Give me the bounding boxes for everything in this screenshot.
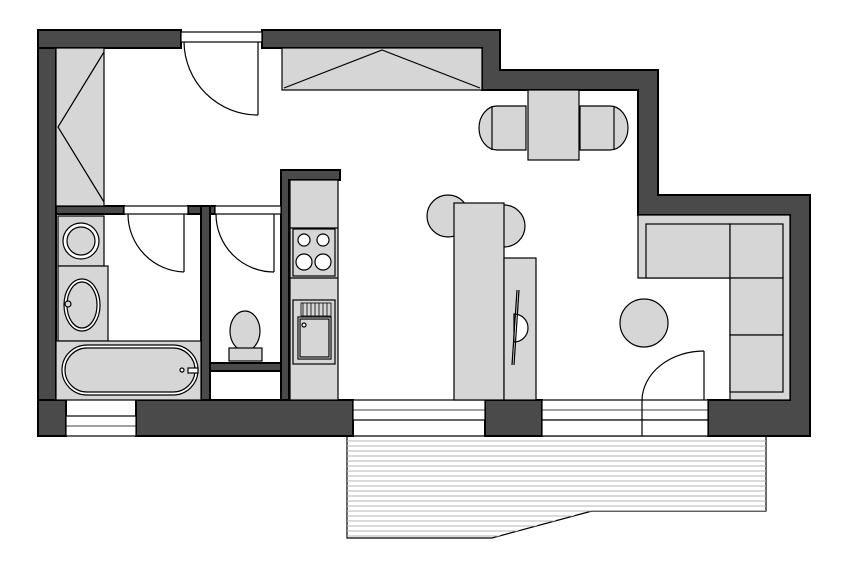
- wall-left: [37, 29, 57, 437]
- dining-table-icon: [478, 89, 629, 161]
- balcony-door-icon: [641, 350, 705, 436]
- wall-bath-toilet: [200, 205, 211, 401]
- cabinet-icon: [281, 47, 483, 91]
- sofa-icon: [637, 214, 791, 401]
- window-kitchen: [352, 399, 486, 421]
- sink-drainboard: [300, 302, 332, 317]
- wardrobe-icon: [55, 47, 105, 207]
- wall-top-left: [37, 29, 182, 49]
- entrance-door-icon: [180, 31, 263, 116]
- wall-toilet-bottom: [209, 362, 282, 372]
- wall-bottom-mid: [135, 399, 354, 437]
- washing-machine-icon: [57, 215, 105, 267]
- bathtub-icon: [55, 340, 202, 401]
- wall-kitchen: [280, 169, 341, 401]
- wall-bathroom-top: [55, 205, 125, 215]
- kitchen-counter: [289, 179, 339, 401]
- stove-icon: [292, 228, 336, 277]
- sink-icon: [57, 265, 109, 342]
- wall-bottom-right: [484, 399, 543, 437]
- balcony: [346, 435, 767, 539]
- wall-bottom-left: [37, 399, 67, 437]
- toilet-door-icon: [214, 205, 282, 273]
- toilet-icon: [228, 310, 263, 362]
- bar-counter-icon: [426, 194, 537, 401]
- kitchen-sink-icon: [292, 299, 336, 365]
- window-bathroom: [65, 415, 137, 437]
- windows: [65, 399, 709, 437]
- round-coffee-table-icon: [619, 298, 669, 348]
- bathroom-door-icon: [123, 205, 189, 273]
- window-living: [541, 399, 709, 437]
